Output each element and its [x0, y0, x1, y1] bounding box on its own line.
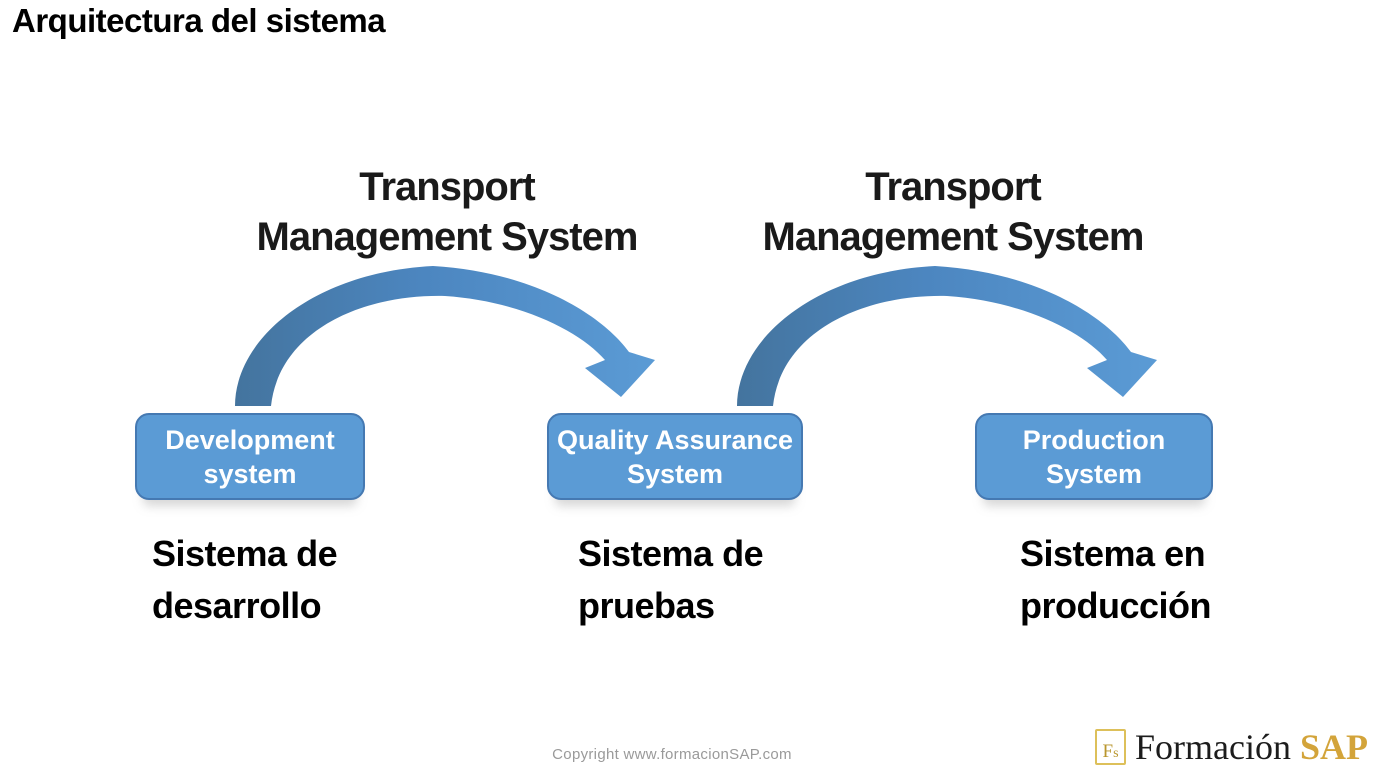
logo-badge-letter-f: F [1102, 741, 1114, 762]
caption-production-line1: Sistema en [1020, 533, 1206, 574]
caption-quality-line2: pruebas [578, 585, 715, 626]
production-system-box: Production System [975, 413, 1213, 500]
development-system-box: Development system [135, 413, 365, 500]
caption-quality: Sistema de pruebas [578, 528, 764, 632]
tms-label-1-line1: Transport [359, 165, 535, 209]
tms-label-1-line2: Management System [256, 215, 639, 259]
development-system-box-line1: Development [165, 424, 335, 455]
quality-assurance-system-box: Quality Assurance System [547, 413, 803, 500]
logo-name-text: Formación [1135, 727, 1291, 767]
development-system-box-line2: system [203, 458, 297, 489]
tms-label-2-line1: Transport [865, 165, 1041, 209]
caption-development: Sistema de desarrollo [152, 528, 338, 632]
logo-badge-letter-s: s [1113, 746, 1119, 761]
quality-assurance-system-box-line2: System [626, 458, 724, 489]
curved-arrow-icon [737, 266, 1157, 406]
quality-assurance-system-box-line1: Quality Assurance [556, 424, 794, 455]
production-system-box-line1: Production [1022, 424, 1166, 455]
tms-label-2-line2: Management System [762, 215, 1145, 259]
curved-arrow-icon [235, 266, 655, 406]
tms-label-2: Transport Management System [703, 162, 1203, 262]
copyright-text: Copyright www.formacionSAP.com [552, 746, 792, 763]
caption-quality-line1: Sistema de [578, 533, 764, 574]
caption-development-line1: Sistema de [152, 533, 338, 574]
production-system-box-line2: System [1045, 458, 1143, 489]
caption-production: Sistema en producción [1020, 528, 1212, 632]
page-title: Arquitectura del sistema [12, 2, 386, 39]
caption-development-line2: desarrollo [152, 585, 322, 626]
logo-suffix-text: SAP [1299, 727, 1368, 767]
caption-production-line2: producción [1020, 585, 1212, 626]
tms-label-1: Transport Management System [197, 162, 697, 262]
